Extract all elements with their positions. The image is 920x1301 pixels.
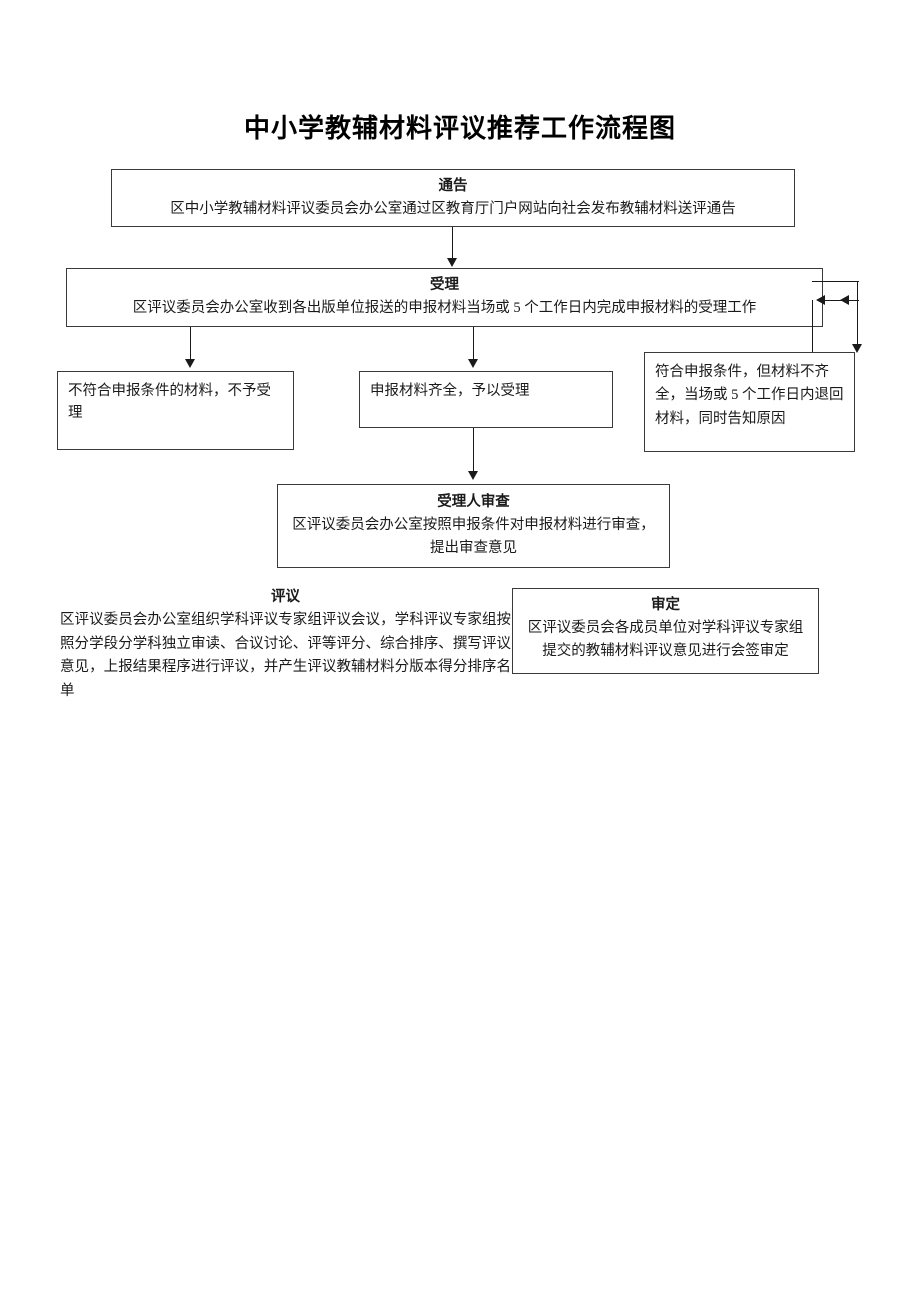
- arrowhead-accept-to-incomplete: [852, 344, 862, 353]
- connector-notice-to-accept: [452, 227, 453, 259]
- arrowhead-notice-to-accept: [447, 258, 457, 267]
- node-approve: 审定 区评议委员会各成员单位对学科评议专家组提交的教辅材料评议意见进行会签审定: [512, 588, 819, 674]
- node-complete-body: 申报材料齐全，予以受理: [370, 383, 530, 399]
- arrowhead-complete-to-review: [468, 471, 478, 480]
- node-approve-body: 区评议委员会各成员单位对学科评议专家组提交的教辅材料评议意见进行会签审定: [527, 620, 804, 659]
- node-accept: 受理 区评议委员会办公室收到各出版单位报送的申报材料当场或 5 个工作日内完成申…: [66, 268, 823, 327]
- connector-accept-to-complete: [473, 327, 474, 360]
- page-title: 中小学教辅材料评议推荐工作流程图: [243, 113, 676, 143]
- node-notice-heading: 通告: [438, 178, 468, 194]
- connector-right-top: [812, 281, 859, 282]
- node-approve-heading: 审定: [651, 597, 680, 613]
- node-evaluate-heading: 评议: [271, 589, 300, 605]
- node-review-heading: 受理人审查: [437, 494, 510, 510]
- node-review-body: 区评议委员会办公室按照申报条件对申报材料进行审查，提出审查意见: [292, 517, 655, 556]
- node-incomplete: 符合申报条件，但材料不齐全，当场或 5 个工作日内退回材料，同时告知原因: [644, 352, 855, 452]
- arrowhead-incomplete-to-accept-inner: [816, 295, 825, 305]
- node-accept-heading: 受理: [430, 277, 459, 293]
- node-incomplete-body: 符合申报条件，但材料不齐全，当场或 5 个工作日内退回材料，同时告知原因: [655, 364, 844, 427]
- node-reject-body: 不符合申报条件的材料，不予受理: [68, 383, 271, 422]
- node-review: 受理人审查 区评议委员会办公室按照申报条件对申报材料进行审查，提出审查意见: [277, 484, 670, 568]
- connector-complete-to-review: [473, 428, 474, 472]
- arrowhead-accept-to-complete: [468, 359, 478, 368]
- arrowhead-incomplete-to-accept-outer: [840, 295, 849, 305]
- connector-right-down-to-incomplete: [857, 281, 858, 345]
- node-reject: 不符合申报条件的材料，不予受理: [57, 371, 294, 450]
- node-notice: 通告 区中小学教辅材料评议委员会办公室通过区教育厅门户网站向社会发布教辅材料送评…: [111, 169, 795, 227]
- node-complete: 申报材料齐全，予以受理: [359, 371, 613, 428]
- connector-accept-to-reject: [190, 327, 191, 360]
- node-evaluate: 评议 区评议委员会办公室组织学科评议专家组评议会议，学科评议专家组按照分学段分学…: [60, 586, 511, 703]
- node-notice-body: 区中小学教辅材料评议委员会办公室通过区教育厅门户网站向社会发布教辅材料送评通告: [170, 201, 736, 218]
- connector-incomplete-up: [812, 300, 813, 352]
- node-accept-body: 区评议委员会办公室收到各出版单位报送的申报材料当场或 5 个工作日内完成申报材料…: [132, 300, 757, 317]
- node-evaluate-body: 区评议委员会办公室组织学科评议专家组评议会议，学科评议专家组按照分学段分学科独立…: [60, 612, 511, 699]
- arrowhead-accept-to-reject: [185, 359, 195, 368]
